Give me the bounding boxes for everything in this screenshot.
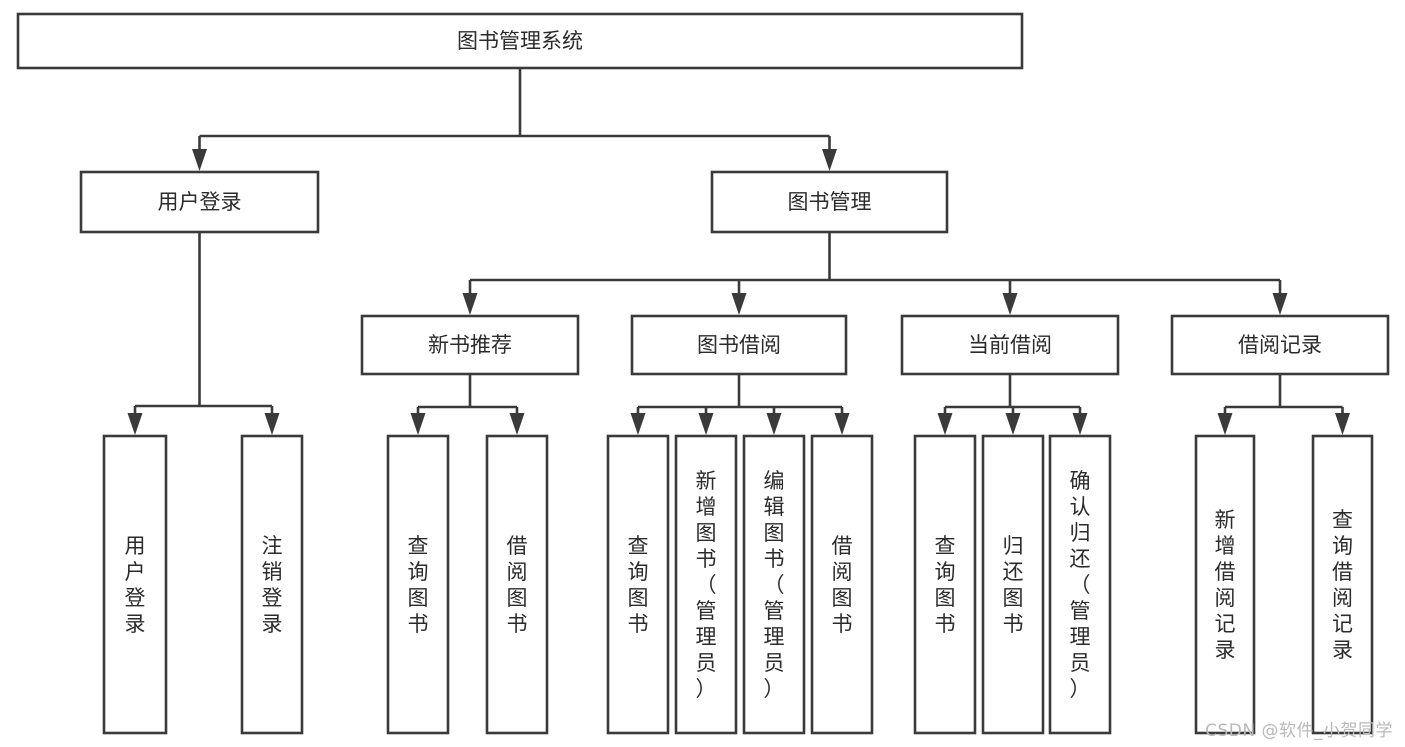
connector-group (410, 374, 525, 435)
node-label-leaf_4: 查询图书 (628, 534, 649, 636)
node-box-leaf_9[interactable] (981, 434, 1045, 735)
node-label-leaf_1: 注销登录 (262, 534, 283, 636)
node-label-l3_1: 图书借阅 (697, 333, 781, 357)
node-box-leaf_2[interactable] (386, 434, 450, 735)
node-l3_3[interactable]: 借阅记录 (1170, 314, 1390, 376)
node-box-l2_0[interactable] (79, 170, 320, 234)
node-label-l3_2: 当前借阅 (968, 333, 1052, 357)
node-box-leaf_12[interactable] (1311, 434, 1374, 735)
node-box-leaf_0[interactable] (102, 434, 168, 735)
node-box-leaf_4[interactable] (606, 434, 670, 735)
node-label-leaf_7: 借阅图书 (832, 534, 853, 636)
node-label-leaf_12: 查询借阅记录 (1332, 508, 1353, 662)
node-l2_0[interactable]: 用户登录 (79, 170, 320, 234)
node-label-leaf_9: 归还图书 (1003, 534, 1024, 636)
node-leaf_0[interactable]: 用户登录 (102, 434, 168, 735)
node-leaf_5[interactable]: 新增图书（管理员） (674, 434, 738, 735)
node-leaf_1[interactable]: 注销登录 (240, 434, 304, 735)
connector-group (937, 374, 1088, 435)
connector-group (462, 232, 1288, 315)
node-box-leaf_11[interactable] (1194, 434, 1256, 735)
node-label-leaf_11: 新增借阅记录 (1215, 508, 1236, 662)
node-label-leaf_0: 用户登录 (125, 534, 146, 636)
node-box-leaf_1[interactable] (240, 434, 304, 735)
node-box-l3_2[interactable] (900, 314, 1120, 376)
node-leaf_10[interactable]: 确认归还（管理员） (1048, 434, 1112, 735)
node-label-leaf_5: 新增图书（管理员） (696, 469, 717, 701)
node-box-l3_3[interactable] (1170, 314, 1390, 376)
csdn-watermark: CSDN @软件_小贺同学 (1205, 721, 1393, 741)
node-box-leaf_3[interactable] (485, 434, 549, 735)
node-label-l3_0: 新书推荐 (428, 333, 512, 357)
node-l3_2[interactable]: 当前借阅 (900, 314, 1120, 376)
node-root[interactable]: 图书管理系统 (16, 12, 1024, 70)
node-label-l2_1: 图书管理 (788, 190, 872, 214)
connector-group (1217, 374, 1350, 435)
node-leaf_6[interactable]: 编辑图书（管理员） (742, 434, 806, 735)
node-label-leaf_6: 编辑图书（管理员） (764, 469, 785, 701)
node-box-l3_0[interactable] (360, 314, 580, 376)
nodes-layer: 图书管理系统用户登录图书管理新书推荐图书借阅当前借阅借阅记录用户登录注销登录查询… (16, 12, 1390, 735)
node-leaf_11[interactable]: 新增借阅记录 (1194, 434, 1256, 735)
connector-group (192, 68, 837, 171)
node-box-leaf_5[interactable] (674, 434, 738, 735)
node-label-leaf_3: 借阅图书 (507, 534, 528, 636)
node-label-leaf_8: 查询图书 (935, 534, 956, 636)
node-leaf_12[interactable]: 查询借阅记录 (1311, 434, 1374, 735)
node-box-leaf_7[interactable] (810, 434, 874, 735)
edges-layer (127, 68, 1350, 435)
node-l3_1[interactable]: 图书借阅 (630, 314, 848, 376)
node-box-l3_1[interactable] (630, 314, 848, 376)
node-box-root[interactable] (16, 12, 1024, 70)
connector-group (630, 374, 850, 435)
node-label-leaf_2: 查询图书 (408, 534, 429, 636)
node-label-root: 图书管理系统 (457, 29, 583, 53)
node-box-leaf_10[interactable] (1048, 434, 1112, 735)
node-leaf_3[interactable]: 借阅图书 (485, 434, 549, 735)
node-label-l2_0: 用户登录 (158, 190, 242, 214)
node-label-l3_3: 借阅记录 (1238, 333, 1322, 357)
node-leaf_8[interactable]: 查询图书 (913, 434, 977, 735)
node-leaf_2[interactable]: 查询图书 (386, 434, 450, 735)
node-l2_1[interactable]: 图书管理 (710, 170, 949, 234)
node-box-leaf_8[interactable] (913, 434, 977, 735)
node-box-leaf_6[interactable] (742, 434, 806, 735)
node-leaf_4[interactable]: 查询图书 (606, 434, 670, 735)
node-leaf_7[interactable]: 借阅图书 (810, 434, 874, 735)
node-leaf_9[interactable]: 归还图书 (981, 434, 1045, 735)
connector-group (127, 232, 280, 435)
node-box-l2_1[interactable] (710, 170, 949, 234)
node-label-leaf_10: 确认归还（管理员） (1070, 469, 1091, 701)
node-l3_0[interactable]: 新书推荐 (360, 314, 580, 376)
